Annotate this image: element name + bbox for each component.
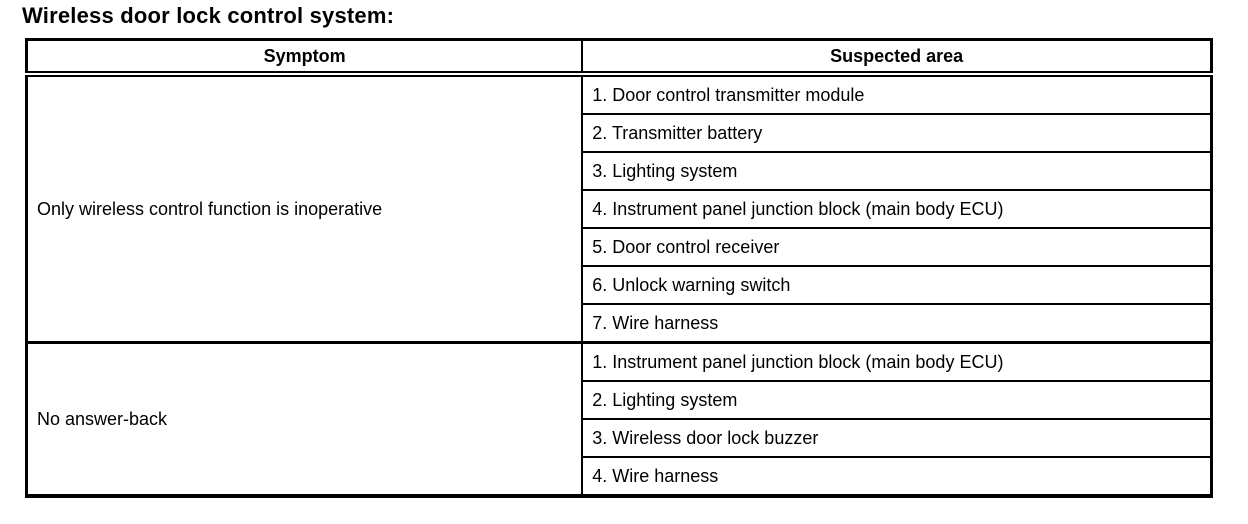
suspected-area-cell: 3. Lighting system <box>581 151 1213 191</box>
suspected-area-cell: 4. Wire harness <box>581 456 1213 497</box>
suspected-area-cell: 7. Wire harness <box>581 303 1213 344</box>
suspected-area-column-header: Suspected area <box>581 38 1213 77</box>
suspected-area-cell: 3. Wireless door lock buzzer <box>581 418 1213 458</box>
table-row: 3. Wireless door lock buzzer <box>27 418 1213 458</box>
table-row: 4. Wire harness <box>27 456 1213 497</box>
table-row: Only wireless control function is inoper… <box>25 73 1213 344</box>
table-row: 2. Lighting system <box>27 380 1213 420</box>
table-row: 2. Transmitter battery <box>27 113 1213 153</box>
suspected-area-cell: 2. Transmitter battery <box>581 113 1213 153</box>
table-row: 4. Instrument panel junction block (main… <box>27 189 1213 229</box>
table-header-row: Symptom Suspected area <box>25 38 1213 77</box>
table-row: 7. Wire harness <box>27 303 1213 344</box>
suspected-area-cell: 6. Unlock warning switch <box>581 265 1213 305</box>
symptom-cell: Only wireless control function is inoper… <box>25 73 584 344</box>
suspected-area-cell: 4. Instrument panel junction block (main… <box>581 189 1213 229</box>
suspected-area-cell: 2. Lighting system <box>581 380 1213 420</box>
table-row: 5. Door control receiver <box>27 227 1213 267</box>
page-title: Wireless door lock control system: <box>22 3 395 28</box>
table-row: 3. Lighting system <box>27 151 1213 191</box>
suspected-area-cell: 1. Door control transmitter module <box>581 73 1213 115</box>
symptom-group-no-answer-back: No answer-back 1. Instrument panel junct… <box>25 341 1213 497</box>
suspected-area-cell: 5. Door control receiver <box>581 227 1213 267</box>
symptom-table: Symptom Suspected area Only wireless con… <box>25 38 1213 498</box>
symptom-group-wireless-inoperative: Only wireless control function is inoper… <box>25 73 1213 344</box>
suspected-area-cell: 1. Instrument panel junction block (main… <box>581 341 1213 382</box>
symptom-cell: No answer-back <box>25 341 584 497</box>
symptom-column-header: Symptom <box>25 38 584 77</box>
table-row: 6. Unlock warning switch <box>27 265 1213 305</box>
table-row: No answer-back 1. Instrument panel junct… <box>25 341 1213 497</box>
